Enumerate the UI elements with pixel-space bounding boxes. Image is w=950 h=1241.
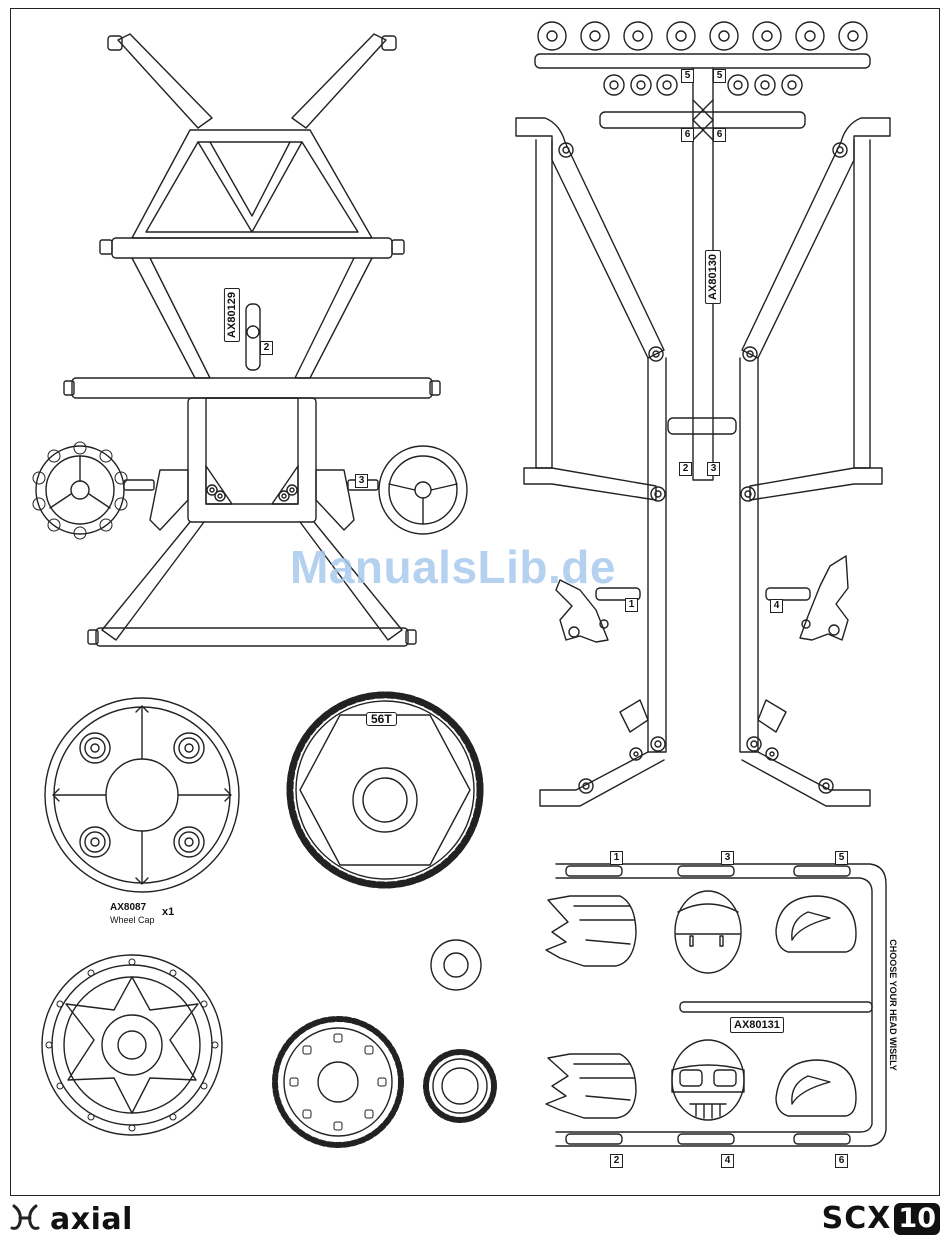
part-label-2: 2 <box>260 341 273 355</box>
part-label-3: 3 <box>355 474 368 488</box>
part-label-2-right: 2 <box>679 462 692 476</box>
part-label-1-right: 1 <box>625 598 638 612</box>
head-label-6: 6 <box>835 1154 848 1168</box>
footer-model: SCX 10 <box>822 1201 940 1236</box>
head-label-2: 2 <box>610 1154 623 1168</box>
beadlock-wheel-drawing <box>42 955 222 1135</box>
wheel-cap-quantity: x1 <box>162 906 174 918</box>
head-tree-part-number: AX80131 <box>730 1017 784 1033</box>
head-tree-caption: CHOOSE YOUR HEAD WISELY <box>888 930 898 1080</box>
part-label-5a: 5 <box>681 69 694 83</box>
spur-gear-teeth-label: 56T <box>366 712 397 726</box>
part-label-5b: 5 <box>713 69 726 83</box>
footer-brand: axial <box>10 1202 133 1237</box>
part-number-right-tree: AX80130 <box>705 250 721 304</box>
model-suffix: 10 <box>894 1203 940 1235</box>
head-label-5: 5 <box>835 851 848 865</box>
wheel-cap-drawing <box>45 698 239 892</box>
head-label-3: 3 <box>721 851 734 865</box>
head-label-4: 4 <box>721 1154 734 1168</box>
model-name: SCX <box>822 1201 892 1236</box>
brand-name: axial <box>50 1202 133 1237</box>
part-label-6b: 6 <box>713 128 726 142</box>
wheel-cap-name: Wheel Cap <box>110 915 155 925</box>
large-gear-drawing <box>275 1019 401 1145</box>
wheel-cap-part-number: AX8087 <box>110 902 146 913</box>
part-number-left-tree: AX80129 <box>224 288 240 342</box>
part-label-6a: 6 <box>681 128 694 142</box>
right-frame-tree <box>516 22 890 806</box>
head-label-1: 1 <box>610 851 623 865</box>
watermark: ManualsLib.de <box>290 540 616 594</box>
part-label-3-right: 3 <box>707 462 720 476</box>
head-tree-drawing <box>546 864 886 1146</box>
small-gear-drawing <box>426 1052 494 1120</box>
part-label-4-right: 4 <box>770 599 783 613</box>
